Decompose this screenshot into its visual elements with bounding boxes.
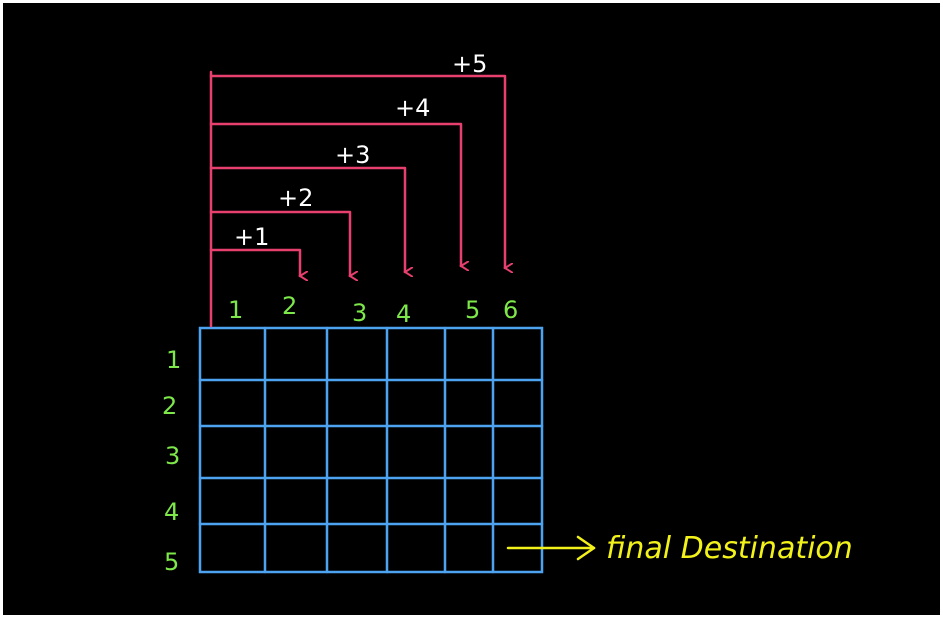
column-label: 3: [352, 299, 367, 327]
column-label: 5: [465, 296, 480, 324]
jump-arrow-plus-1: [209, 248, 300, 276]
row-label: 2: [162, 392, 177, 420]
column-label: 4: [396, 300, 411, 328]
jump-arrow-plus-2: [209, 210, 350, 276]
jump-arrow-plus-5: [209, 74, 505, 268]
grid-border: [198, 326, 544, 574]
column-labels: 1 2 3 4 5 6: [228, 292, 518, 328]
jump-arrow-plus-4: [209, 122, 461, 266]
jump-labels: +1 +2 +3 +4 +5: [234, 50, 487, 251]
jump-label: +1: [234, 223, 269, 251]
row-label: 1: [166, 346, 181, 374]
jump-label: +3: [335, 141, 370, 169]
destination-label: final Destination: [606, 531, 853, 566]
column-label: 6: [503, 296, 518, 324]
grid: [198, 326, 544, 574]
row-label: 3: [165, 442, 180, 470]
column-label: 2: [282, 292, 297, 320]
jump-label: +5: [452, 50, 487, 78]
row-labels: 1 2 3 4 5: [162, 346, 181, 576]
jump-arrows: [209, 70, 505, 328]
row-label: 5: [164, 548, 179, 576]
destination-pointer: [506, 535, 596, 561]
row-label: 4: [164, 498, 179, 526]
destination-arrow-head: [576, 535, 596, 561]
jump-arrow-plus-3: [209, 166, 405, 272]
jump-label: +4: [395, 94, 430, 122]
diagram-background: [3, 3, 940, 615]
jump-label: +2: [278, 184, 313, 212]
column-label: 1: [228, 296, 243, 324]
